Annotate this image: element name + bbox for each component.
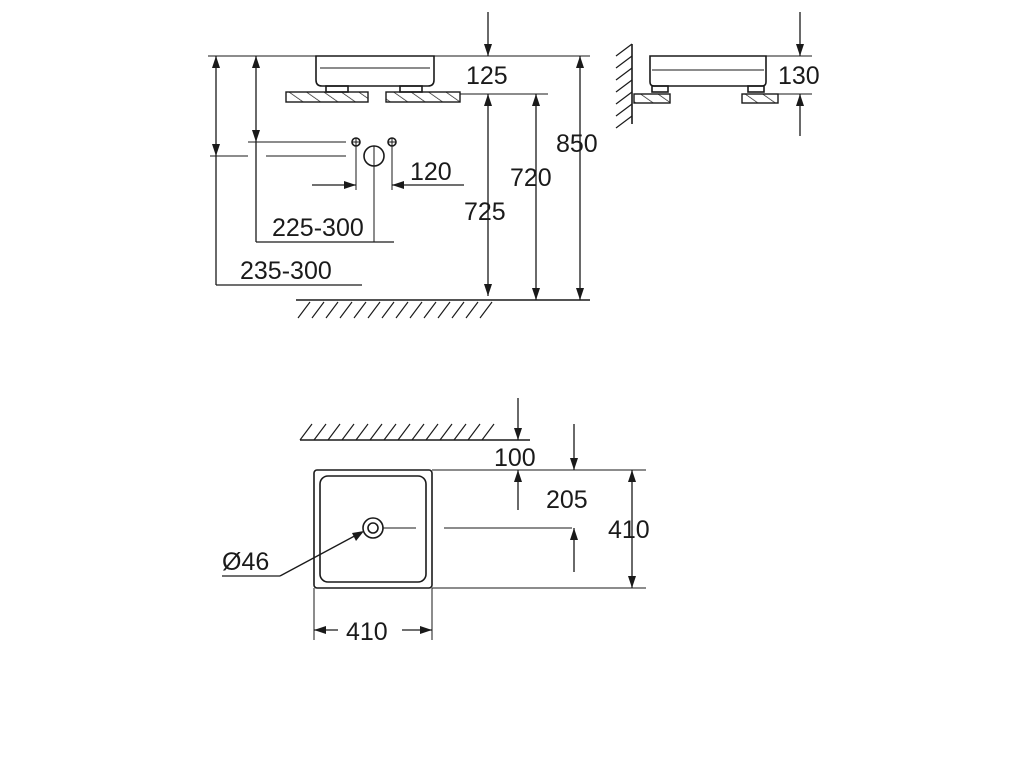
dim-130: 130 [778,62,820,90]
dim-410-right: 410 [608,516,650,544]
front-elevation: 125 850 720 725 120 [208,12,598,319]
floor-hatch [297,301,493,319]
dim-720: 720 [510,164,552,192]
basin-outer-rim [313,469,433,589]
basin-inner-bowl [319,475,427,583]
dim-225-300: 225-300 [272,214,364,242]
basin-front-view [315,55,435,87]
dim-235-300: 235-300 [240,257,332,285]
dim-46: Ø46 [222,548,269,576]
counter-left [285,91,369,103]
dim-120: 120 [410,158,452,186]
basin-side-view [649,55,767,87]
dim-205: 205 [546,486,588,514]
dim-410-bottom: 410 [346,618,388,646]
drain-inner [367,522,379,534]
counter-right [385,91,461,103]
plan-view: 100 205 410 Ø46 [222,398,650,646]
wall-hatch [615,43,633,129]
plan-wall-hatch [299,423,495,441]
dim-100: 100 [494,444,536,472]
dim-850: 850 [556,130,598,158]
dim-125: 125 [466,62,508,90]
dim-725: 725 [464,198,506,226]
side-elevation: 130 [615,12,820,136]
drain-outer [362,517,384,539]
